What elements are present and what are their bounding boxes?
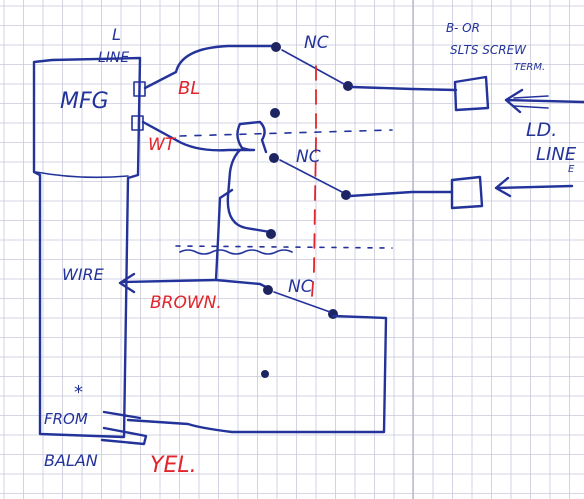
mfg-inner-divider bbox=[35, 171, 129, 179]
label-wire: WIRE bbox=[62, 265, 105, 284]
jumper-down-4-5 bbox=[214, 188, 270, 290]
dashed-cam-line-2 bbox=[175, 245, 393, 249]
contact-4-common bbox=[263, 285, 273, 295]
label-from: FROM bbox=[44, 410, 88, 428]
label-l: L bbox=[112, 25, 121, 44]
label-nc-2: NC bbox=[296, 147, 321, 167]
wire-contact-1-to-terminal bbox=[350, 85, 458, 92]
label-yel: YEL. bbox=[150, 453, 197, 478]
arrow-in-upper bbox=[504, 88, 584, 114]
label-line: LINE bbox=[98, 50, 129, 66]
label-nc-3: NC bbox=[288, 277, 313, 297]
contact-3-nc bbox=[266, 229, 276, 239]
contact-2-nc bbox=[341, 190, 351, 200]
wire-bl-to-contact-1 bbox=[143, 44, 278, 90]
contact-4-nc bbox=[328, 309, 338, 319]
wavy-cam-line bbox=[179, 249, 293, 255]
contact-1-nc bbox=[343, 81, 353, 91]
arrow-in-lower bbox=[494, 176, 574, 198]
label-ballast: BALAN bbox=[44, 451, 98, 470]
jumper-loop-1-2 bbox=[236, 120, 268, 154]
label-bl: BL bbox=[178, 78, 200, 99]
label-line-right: LINE bbox=[536, 144, 577, 165]
wire-contact-2-to-terminal bbox=[348, 190, 454, 198]
label-brown: BROWN. bbox=[150, 293, 222, 313]
contact-5 bbox=[261, 370, 269, 378]
label-nc-1: NC bbox=[304, 33, 329, 53]
label-wt: WT bbox=[148, 135, 177, 155]
label-line-right-e: E bbox=[568, 164, 575, 175]
dashed-cam-line-1 bbox=[179, 129, 393, 137]
terminal-box-upper bbox=[453, 75, 490, 112]
switch-arm-1 bbox=[281, 49, 345, 85]
mfg-device-box bbox=[32, 56, 142, 439]
contact-2-mid bbox=[269, 153, 279, 163]
label-star: * bbox=[74, 382, 83, 403]
arrow-in-upper-extra bbox=[513, 95, 549, 109]
label-mfg: MFG bbox=[60, 89, 109, 114]
wire-wt-to-contact-2 bbox=[141, 120, 256, 152]
label-terminal-note-mid: SLTS SCREW bbox=[450, 43, 527, 57]
jumper-down-2-4 bbox=[226, 148, 272, 234]
label-terminal-note-top: B- OR bbox=[446, 21, 480, 35]
label-ld: LD. bbox=[526, 119, 557, 141]
wire-arrow-head bbox=[118, 272, 136, 294]
terminal-box-lower bbox=[450, 175, 484, 210]
label-terminal-note-bottom: TERM. bbox=[514, 62, 545, 73]
contact-1-common bbox=[271, 42, 281, 52]
red-actuator-line bbox=[311, 65, 317, 297]
wire-ballast-loop bbox=[126, 314, 388, 434]
switch-arm-3 bbox=[273, 291, 331, 313]
contact-2-common bbox=[270, 108, 280, 118]
wire-yel-lead bbox=[100, 410, 148, 446]
switch-arm-2 bbox=[279, 159, 343, 193]
wire-brown bbox=[120, 278, 218, 284]
